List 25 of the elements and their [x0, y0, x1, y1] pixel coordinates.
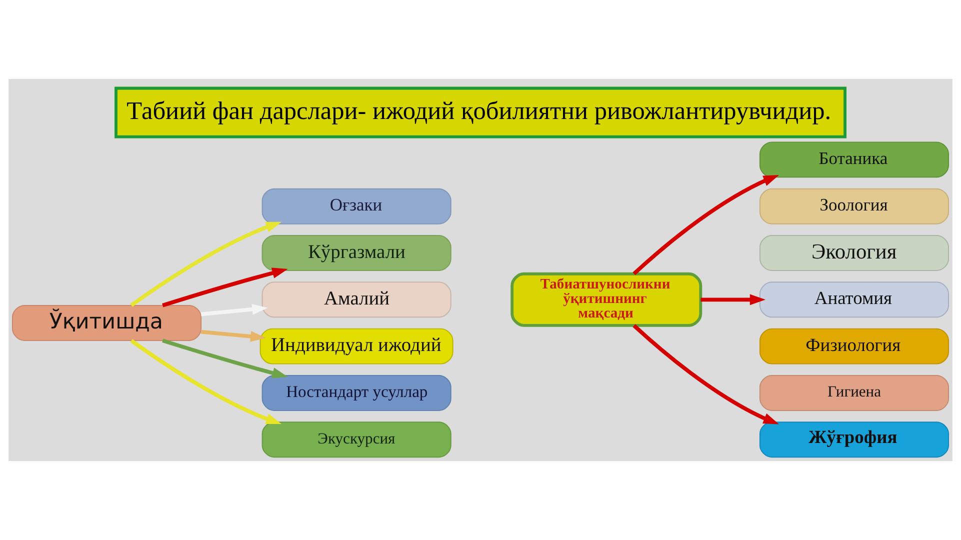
diagram-title: Табиий фан дарслари- ижодий қобилиятни ривожлантирувчидир. — [126, 97, 832, 126]
node-box: Амалий — [262, 282, 452, 318]
node-box: Ботаника — [759, 142, 949, 178]
arrow — [130, 339, 282, 424]
node-box: Зоология — [759, 188, 949, 224]
node-box: Табиатшуносликни ўқитишнинг мақсади — [510, 272, 702, 327]
arrow — [700, 294, 766, 306]
node-box: Ўқитишда — [12, 305, 202, 341]
arrow — [130, 222, 282, 307]
arrow — [632, 175, 780, 276]
arrow — [200, 330, 266, 342]
node-box: Ностандарт усуллар — [262, 374, 452, 411]
arrow — [200, 304, 268, 316]
node-box: Физиология — [759, 328, 949, 364]
node-box: Экускурсия — [262, 422, 452, 458]
node-box: Кўргазмали — [262, 235, 452, 271]
arrow — [162, 338, 288, 378]
node-box: Экология — [759, 235, 949, 271]
arrow — [632, 324, 780, 424]
node-box: Гигиена — [759, 374, 949, 411]
node-box: Индивидуал ижодий — [260, 328, 454, 364]
node-box: Оғзаки — [262, 188, 452, 224]
node-box: Анатомия — [759, 282, 949, 318]
node-box: Жўғрофия — [759, 422, 949, 458]
arrow — [162, 268, 288, 308]
